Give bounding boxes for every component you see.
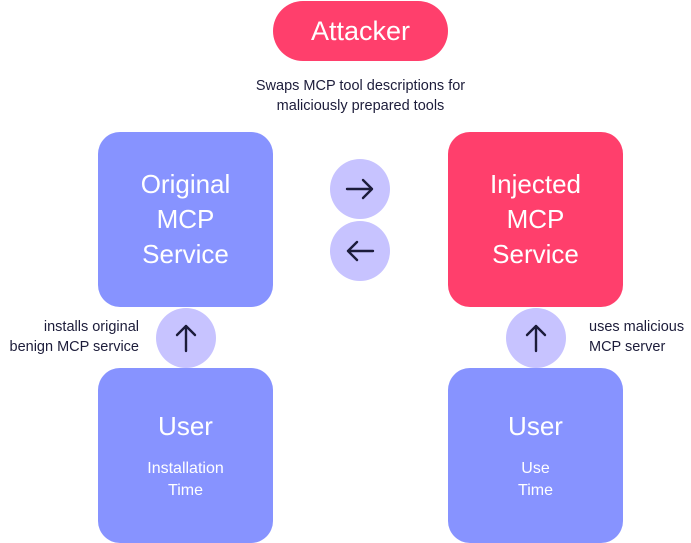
user-installation-title: User (158, 411, 213, 441)
use-edge-line2: MCP server (589, 339, 666, 355)
swap-forward-arrow (330, 159, 390, 219)
injected-service-line2: MCP (506, 204, 565, 234)
attacker-description-line1: Swaps MCP tool descriptions for (255, 78, 466, 94)
user-installation-sub2: Time (168, 482, 203, 499)
install-edge-line1: installs original (43, 319, 139, 335)
install-edge-label: installs original benign MCP service (0, 317, 140, 357)
arrow-up-icon (525, 324, 547, 353)
arrow-up-icon (175, 324, 197, 353)
attacker-node: Attacker (273, 1, 448, 61)
attacker-description-line2: maliciously prepared tools (276, 98, 445, 114)
user-use-sub1: Use (521, 460, 550, 477)
install-up-arrow (156, 308, 216, 368)
arrow-right-icon (345, 178, 374, 200)
injected-mcp-service-node: Injected MCP Service (448, 132, 623, 307)
use-edge-label: uses malicious MCP server (589, 317, 691, 357)
use-up-arrow (506, 308, 566, 368)
original-mcp-service-node: Original MCP Service (98, 132, 273, 307)
arrow-left-icon (346, 240, 375, 262)
user-use-node: User Use Time (448, 368, 623, 543)
use-edge-line1: uses malicious (589, 319, 685, 335)
user-use-title: User (508, 411, 563, 441)
injected-service-line1: Injected (489, 169, 582, 199)
injected-service-line3: Service (492, 239, 579, 269)
original-service-line2: MCP (156, 204, 215, 234)
original-service-line3: Service (142, 239, 229, 269)
attacker-label: Attacker (310, 15, 411, 46)
attacker-description: Swaps MCP tool descriptions for maliciou… (200, 76, 521, 116)
original-service-line1: Original (140, 169, 231, 199)
install-edge-line2: benign MCP service (9, 339, 140, 355)
swap-back-arrow (330, 221, 390, 281)
user-installation-node: User Installation Time (98, 368, 273, 543)
user-installation-sub1: Installation (147, 460, 224, 477)
user-use-sub2: Time (518, 482, 553, 499)
